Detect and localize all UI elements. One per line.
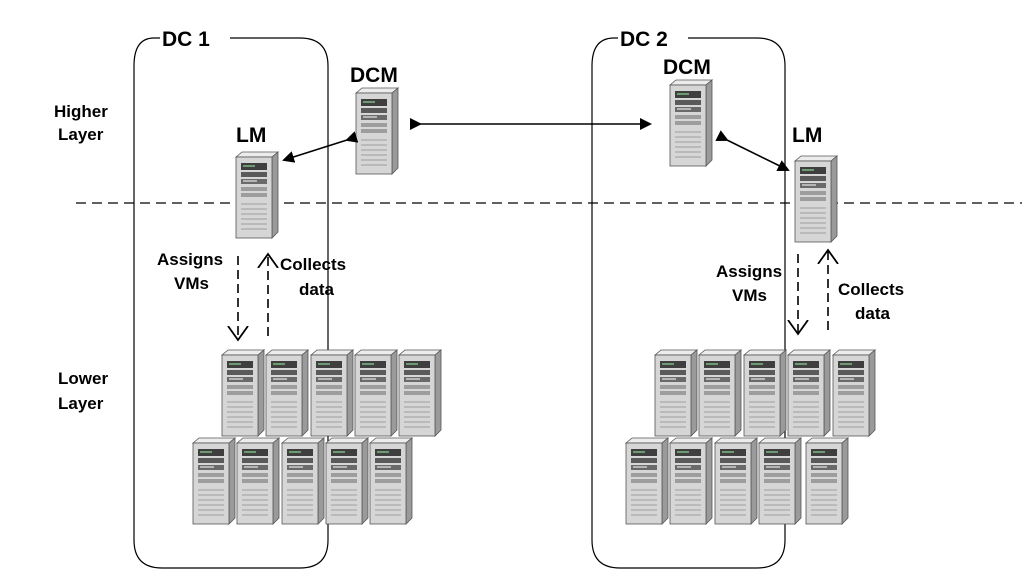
datacenter-1: DC 1 DCM LM Assigns VMs Collects data: [133, 24, 442, 569]
datacenter-2-title: DC 2: [620, 28, 668, 51]
datacenter-1-worker-server-icon: [310, 349, 354, 437]
datacenter-2-worker-server-icon: [758, 437, 802, 525]
datacenter-2-worker-server-icon: [698, 349, 742, 437]
datacenter-1-worker-server-icon: [281, 437, 325, 525]
datacenter-1-collect-label-line-2: data: [299, 280, 335, 299]
datacenter-1-dcm-label: DCM: [350, 64, 398, 87]
datacenter-2-dcm-label: DCM: [663, 56, 711, 79]
datacenter-1-worker-server-icon: [192, 437, 236, 525]
datacenter-1-lm-label: LM: [236, 124, 266, 147]
datacenter-2-assign-label-line-1: Assigns: [716, 262, 782, 281]
datacenter-1-worker-server-icon: [265, 349, 309, 437]
datacenter-1-title: DC 1: [162, 28, 210, 51]
datacenter-1-assign-label-line-2: VMs: [174, 274, 209, 293]
datacenter-1-worker-server-icon: [325, 437, 369, 525]
datacenter-2-collect-label-line-2: data: [855, 304, 891, 323]
datacenter-1-assign-label-line-1: Assigns: [157, 250, 223, 269]
lower-layer-label-line-1: Lower: [58, 369, 108, 388]
lower-layer-label-line-2: Layer: [58, 394, 104, 413]
datacenter-2-dcm-server-icon: [669, 79, 713, 167]
datacenter-2-server-cluster: [625, 349, 876, 525]
datacenter-2-frame: [591, 37, 786, 569]
datacenter-1-worker-server-icon: [354, 349, 398, 437]
datacenter-2-worker-server-icon: [669, 437, 713, 525]
datacenter-1-worker-server-icon: [398, 349, 442, 437]
datacenter-2-worker-server-icon: [787, 349, 831, 437]
datacenter-2-collect-label-line-1: Collects: [838, 280, 904, 299]
datacenter-2-worker-server-icon: [714, 437, 758, 525]
datacenter-2-worker-server-icon: [743, 349, 787, 437]
datacenter-1-lm-dcm-link-arrow: [282, 131, 359, 163]
datacenter-2-title-backdrop: [618, 24, 688, 52]
datacenter-1-server-cluster: [192, 349, 442, 525]
datacenter-2-worker-server-icon: [805, 437, 849, 525]
datacenter-2-worker-server-icon: [832, 349, 876, 437]
datacenter-1-lm-server-icon: [235, 151, 279, 239]
datacenter-1-title-backdrop: [160, 24, 230, 52]
datacenter-2-lm-label: LM: [792, 124, 822, 147]
datacenter-2-worker-server-icon: [625, 437, 669, 525]
datacenter-1-worker-server-icon: [236, 437, 280, 525]
datacenter-1-worker-server-icon: [369, 437, 413, 525]
datacenter-1-collect-label-line-1: Collects: [280, 255, 346, 274]
datacenter-2: DC 2 DCM LM Assigns VMs Collects data: [591, 24, 904, 569]
datacenter-2-worker-server-icon: [654, 349, 698, 437]
datacenter-2-dcm-lm-link-arrow: [715, 130, 790, 171]
datacenter-2-lm-server-icon: [794, 155, 838, 243]
datacenter-1-dcm-server-icon: [355, 87, 399, 175]
datacenter-2-assign-label-line-2: VMs: [732, 286, 767, 305]
higher-layer-label-line-2: Layer: [58, 125, 104, 144]
higher-layer-label-line-1: Higher: [54, 102, 108, 121]
datacenter-1-worker-server-icon: [221, 349, 265, 437]
